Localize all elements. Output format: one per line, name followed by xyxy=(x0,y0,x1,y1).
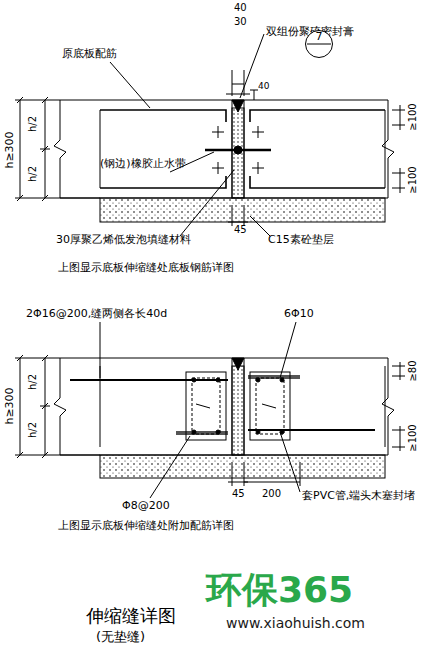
watermark-url: www.xiaohuish.com xyxy=(226,616,365,631)
dimension: h/2 xyxy=(27,374,38,390)
dimension: ≥100 xyxy=(407,166,418,193)
filler-label: 30厚聚乙烯低发泡填缝材料 xyxy=(56,234,191,246)
dimension: 40 xyxy=(258,82,269,92)
rebar-label: 原底板配筋 xyxy=(62,48,117,60)
callout-number: 7 xyxy=(306,31,332,43)
cushion-label: C15素砼垫层 xyxy=(268,234,334,246)
dimension: 40 xyxy=(234,2,247,13)
drawing-subtitle: (无垫缝) xyxy=(96,630,145,644)
detail-callout: 7 xyxy=(305,30,333,58)
dimension: ≥80 xyxy=(407,360,418,381)
rebar-label: 2Φ16@200,缝两侧各长40d xyxy=(26,308,167,320)
dimension: h/2 xyxy=(27,166,38,182)
drawing-title: 伸缩缝详图 xyxy=(86,606,176,626)
dimension: 45 xyxy=(234,224,247,235)
dimension: 200 xyxy=(262,488,281,499)
detail-caption: 上图显示底板伸缩缝处附加配筋详图 xyxy=(58,520,234,532)
dimension: h≥300 xyxy=(4,131,16,168)
detail-caption: 上图显示底板伸缩缝处底板钢筋详图 xyxy=(58,262,234,274)
dimension: 30 xyxy=(234,16,247,27)
rebar-label: 6Φ10 xyxy=(284,308,314,320)
dimension: 45 xyxy=(232,488,245,499)
stirrup-label: Φ8@200 xyxy=(122,500,170,512)
waterstop-label: (钢边)橡胶止水带 xyxy=(100,158,186,170)
watermark: 环保365 xyxy=(206,570,353,610)
sleeve-label: 套PVC管,端头木塞封堵 xyxy=(302,490,415,502)
dimension: h≥300 xyxy=(4,387,16,424)
dimension: h/2 xyxy=(27,116,38,132)
dimension: ≥100 xyxy=(407,103,418,130)
dimension: ≥100 xyxy=(407,424,418,451)
dimension: h/2 xyxy=(27,422,38,438)
